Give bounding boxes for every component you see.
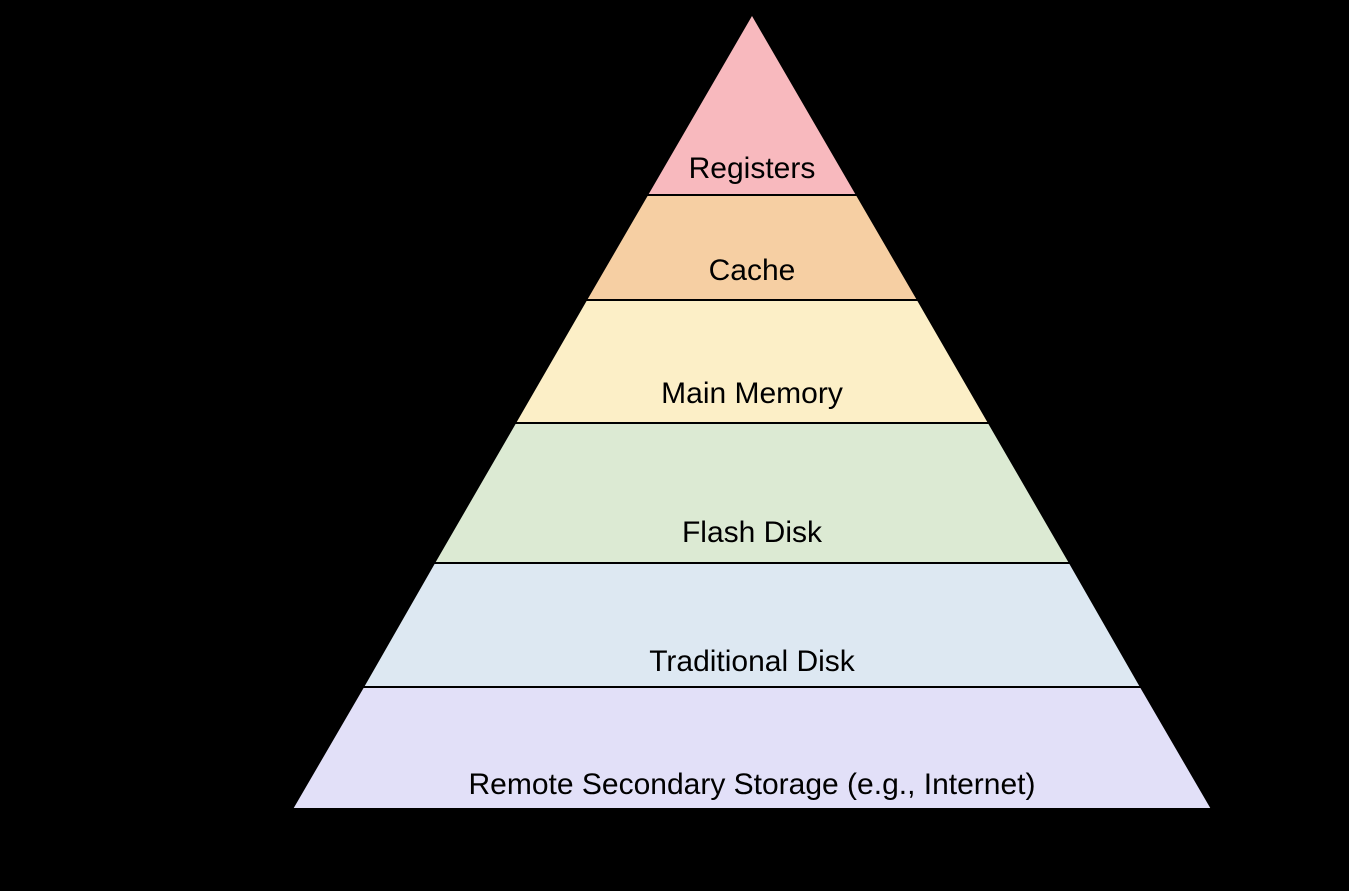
pyramid-label-traditional-disk: Traditional Disk <box>649 645 856 678</box>
pyramid-label-main-memory: Main Memory <box>661 377 843 410</box>
pyramid-label-flash-disk: Flash Disk <box>682 516 823 549</box>
pyramid-label-cache: Cache <box>709 254 796 287</box>
pyramid-label-remote-secondary-storage: Remote Secondary Storage (e.g., Internet… <box>469 768 1036 801</box>
pyramid-label-registers: Registers <box>689 152 816 185</box>
pyramid-level-remote-secondary-storage <box>291 686 1213 810</box>
